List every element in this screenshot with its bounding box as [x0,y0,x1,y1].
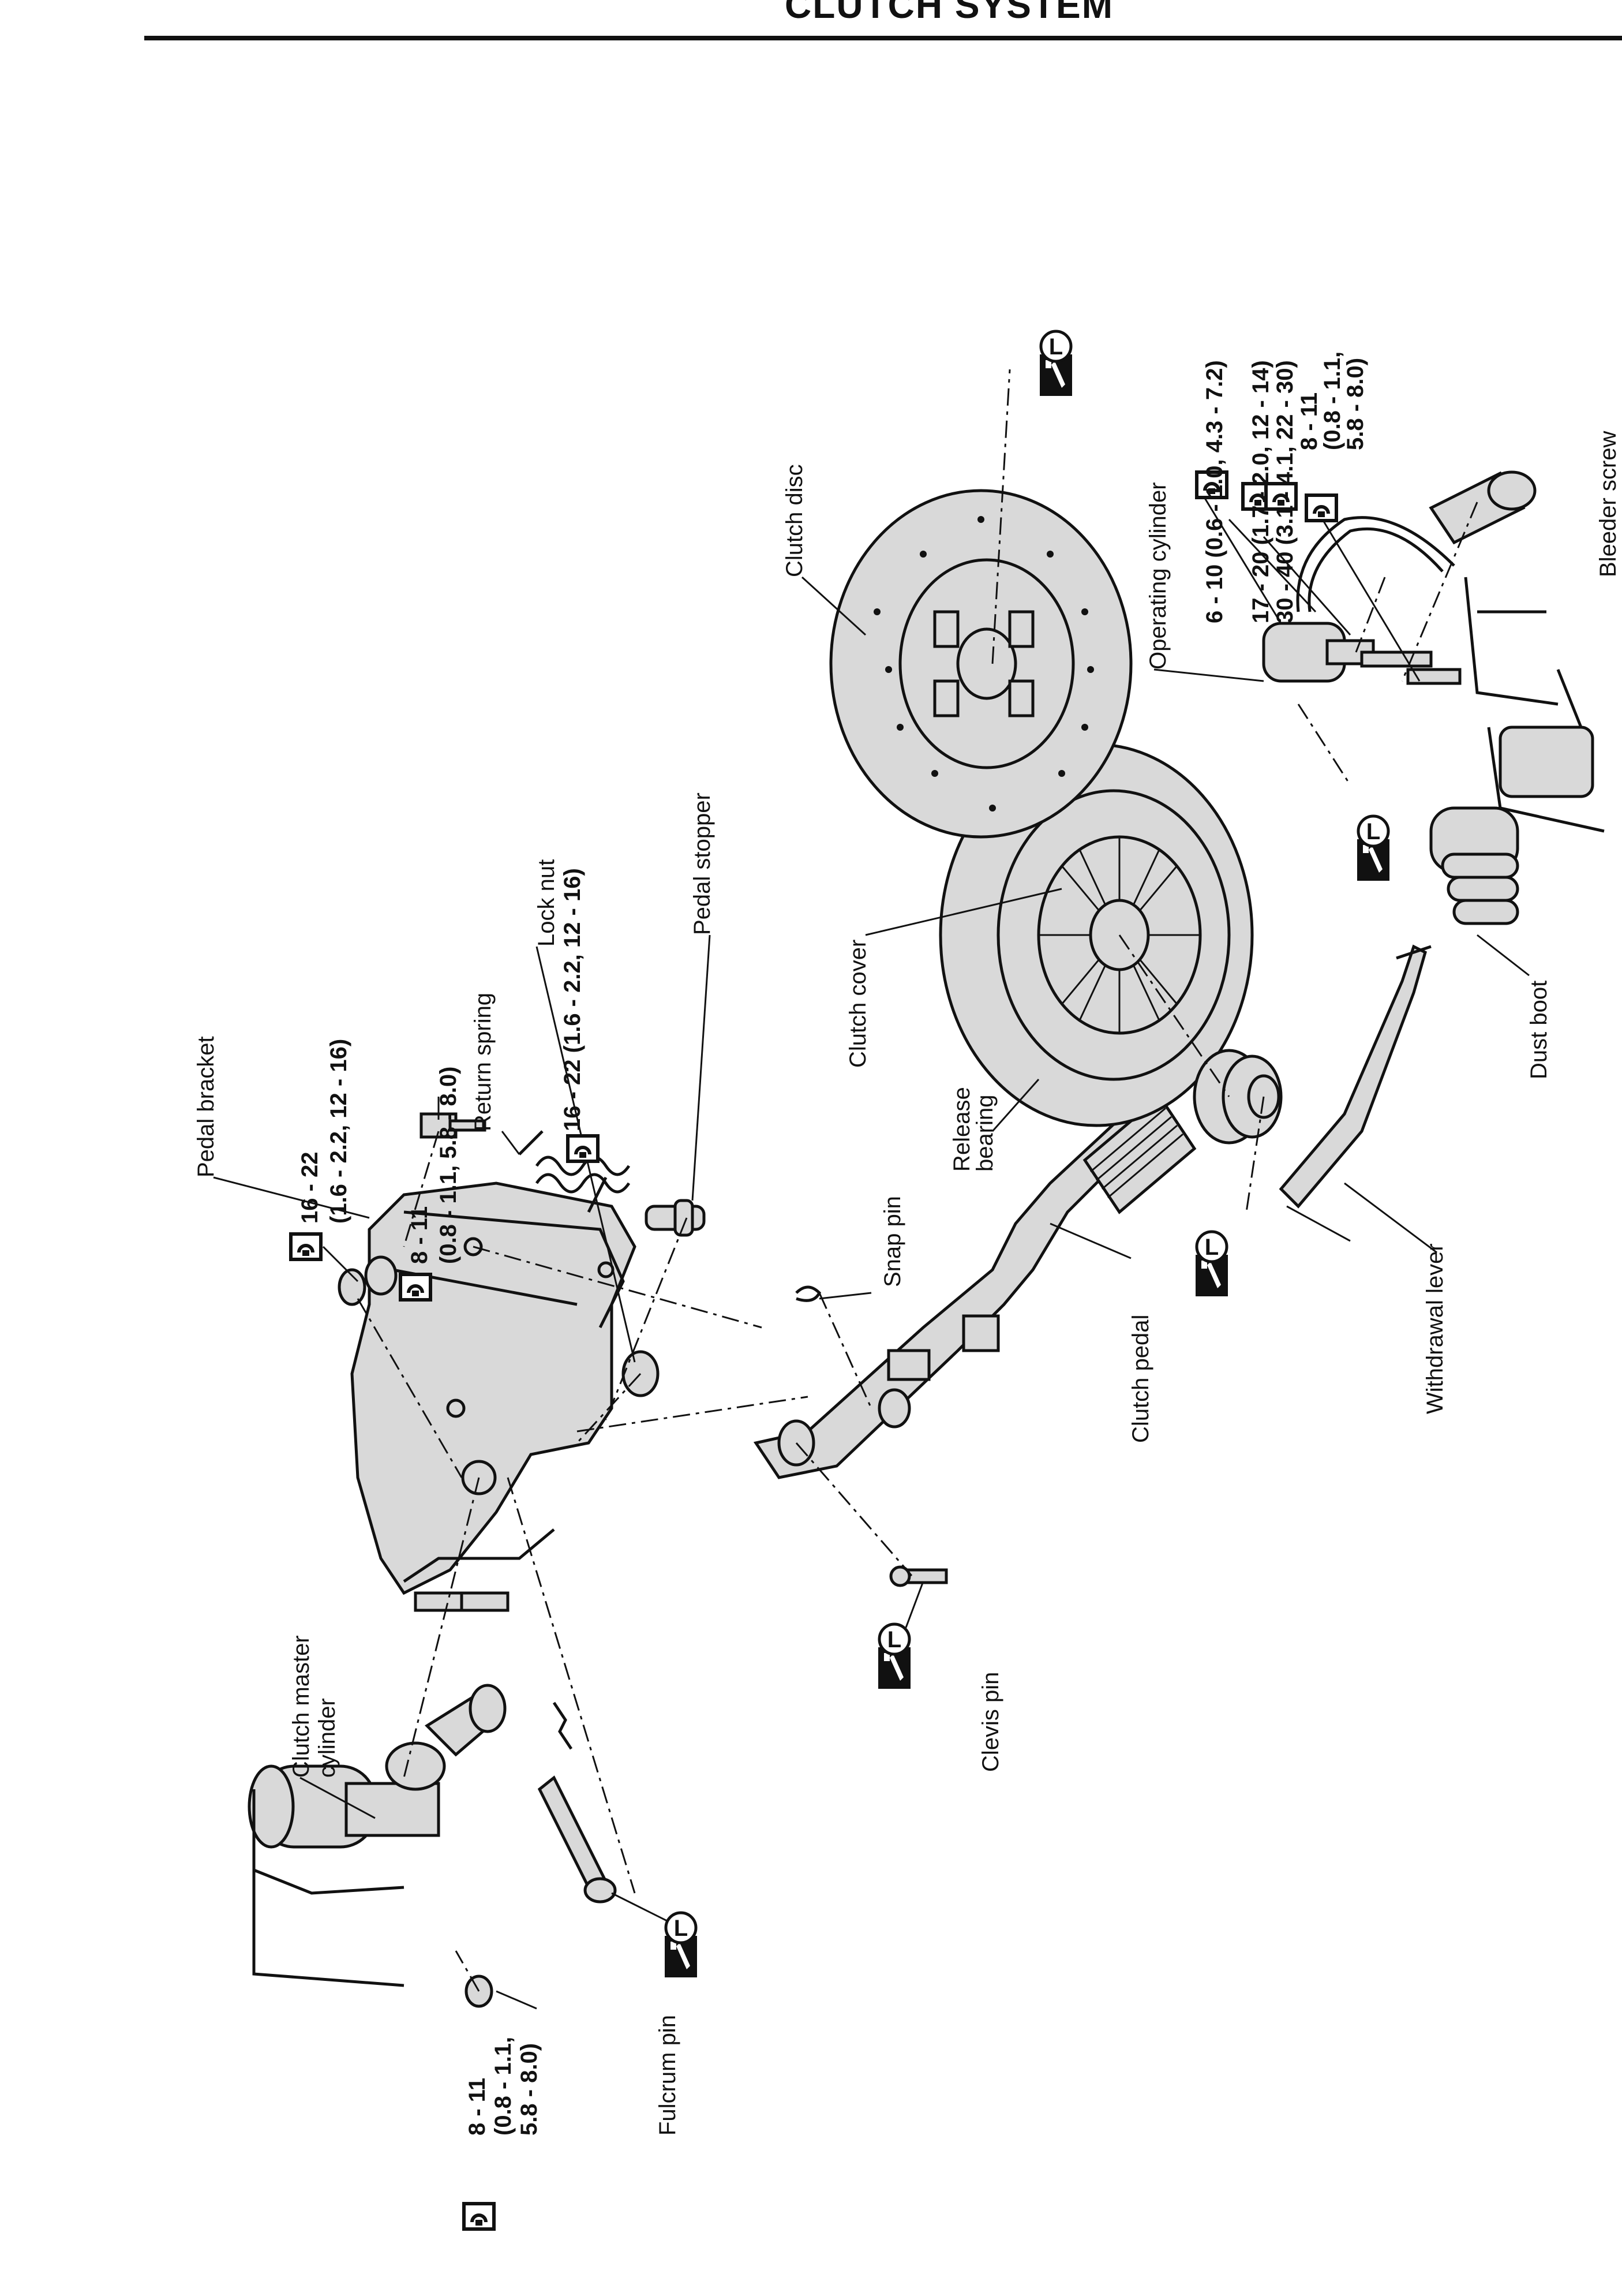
release-bearing [1193,1049,1283,1145]
header-rule [144,36,1622,40]
clevis-pin [889,1565,948,1587]
labels: Pedal bracket 16 - 22 (1.6 - 2.2, 12 - 1… [193,351,1621,2136]
withdrawal-lever [1279,944,1432,1209]
grease-letter: L [887,1627,901,1652]
label-clutch-master-1: Clutch master [289,1635,314,1778]
label-clutch-disc: Clutch disc [782,464,807,577]
torque-lock-nut: 16 - 22 (1.6 - 2.2, 12 - 16) [560,868,585,1131]
torque-op-17-20: 17 - 20 (1.7 - 2.0, 12 - 14) [1248,360,1273,623]
return-spring [518,1130,631,1213]
assembly-lines-right [991,369,1478,1213]
torque-op-6-10: 6 - 10 (0.6 - 1.0, 4.3 - 7.2) [1202,360,1227,623]
dust-boot [1429,806,1519,925]
clutch-cover [939,743,1254,1127]
label-dust-boot: Dust boot [1526,981,1552,1079]
label-release-bearing-1: Release [949,1087,975,1172]
grease-letter: L [1049,334,1063,360]
page-title: CLUTCH SYSTEM [785,0,1114,26]
label-snap-pin: Snap pin [880,1196,905,1287]
fulcrum-pin [537,1702,617,1904]
torque-16-22-a1: 16 - 22 [297,1151,323,1224]
label-fulcrum-pin: Fulcrum pin [655,2015,680,2136]
clutch-disc [829,489,1133,839]
label-clutch-pedal: Clutch pedal [1128,1315,1153,1443]
bracket-nut [338,1255,398,1306]
pedal-stopper [645,1199,706,1237]
grease-letter: L [1205,1235,1219,1260]
torque-mc-8-11-1: 8 - 11 [465,2078,490,2136]
torque-mc-8-11-3: 5.8 - 8.0) [516,2043,542,2136]
page-header: CLUTCH SYSTEM [0,0,1622,52]
snap-pin [795,1285,822,1302]
label-return-spring: Return spring [470,993,496,1131]
operating-cylinder [1262,470,1605,833]
assembly-lines-left [357,1131,913,1992]
torque-op-8-11-1: 8 - 11 [1297,392,1322,450]
grease-letter: L [1366,819,1380,844]
label-bleeder: Bleeder screw [1595,431,1621,577]
label-clutch-cover: Clutch cover [845,940,871,1068]
torque-16-22-a2: (1.6 - 2.2, 12 - 16) [326,1039,351,1224]
label-withdrawal-lever: Withdrawal lever [1422,1243,1448,1414]
torque-op-30-40: 30 - 40 (3.1 - 4.1, 22 - 30) [1272,360,1298,623]
label-pedal-stopper: Pedal stopper [690,792,715,935]
label-pedal-bracket: Pedal bracket [193,1036,219,1177]
grease-letter: L [674,1916,688,1941]
label-clevis-pin: Clevis pin [978,1672,1003,1772]
clutch-master-cylinder [248,1684,507,1987]
label-lock-nut: Lock nut [534,859,559,947]
label-clutch-master-2: cylinder [314,1698,340,1778]
label-release-bearing-2: bearing [972,1095,998,1172]
torque-mc-8-11-2: (0.8 - 1.1, [490,2037,516,2136]
grease-letters: L L L L L [674,334,1380,1941]
torque-op-8-11-2: (0.8 - 1.1, [1320,351,1345,450]
torque-8-11-a2: (0.8 - 1.1, 5.8 - 8.0) [436,1067,461,1264]
pedal-bracket [350,1181,636,1612]
label-operating-cylinder: Operating cylinder [1145,482,1171,670]
torque-8-11-a1: 8 - 11 [407,1206,432,1264]
torque-op-8-11-3: 5.8 - 8.0) [1343,358,1368,450]
